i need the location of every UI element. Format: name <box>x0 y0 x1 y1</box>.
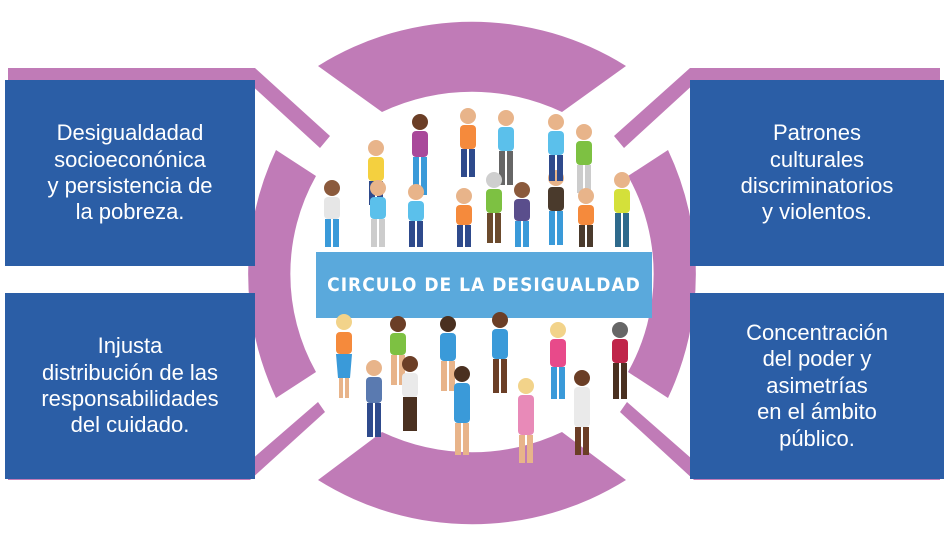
person-figure <box>574 370 590 455</box>
person-figure <box>370 180 386 247</box>
person-figure <box>324 180 340 247</box>
person-figure <box>548 170 564 245</box>
person-figure <box>518 378 534 463</box>
person-figure <box>548 114 564 181</box>
box-socioeconomic-inequality-text: Desigualdadad socioeconónica y persisten… <box>47 120 213 225</box>
person-figure <box>454 366 470 455</box>
box-power-concentration: Concentración del poder y asimetrías en … <box>690 293 944 479</box>
person-figure <box>412 114 428 195</box>
person-figure <box>492 312 508 393</box>
ring-segment-right <box>628 150 696 398</box>
connector-top-right <box>614 68 940 148</box>
box-care-responsibilities: Injusta distribución de las responsabili… <box>5 293 255 479</box>
person-figure <box>612 322 628 399</box>
person-figure <box>614 172 630 247</box>
person-figure <box>498 110 514 185</box>
person-figure <box>576 124 592 193</box>
person-figure <box>402 356 418 431</box>
ring-segment-top <box>318 21 626 112</box>
circle-title: CIRCULO DE LA DESIGUALDAD <box>327 274 641 296</box>
box-socioeconomic-inequality: Desigualdadad socioeconónica y persisten… <box>5 80 255 266</box>
box-power-concentration-text: Concentración del poder y asimetrías en … <box>746 320 888 451</box>
group-of-women-illustration <box>336 312 628 463</box>
person-figure <box>390 316 406 385</box>
box-cultural-patterns: Patrones culturales discriminatorios y v… <box>690 80 944 266</box>
person-figure <box>408 184 424 247</box>
connector-top-left <box>8 68 330 148</box>
person-figure <box>578 188 594 247</box>
person-figure <box>514 182 530 247</box>
person-figure <box>486 172 502 243</box>
box-cultural-patterns-text: Patrones culturales discriminatorios y v… <box>740 120 894 225</box>
ring-segment-left <box>248 150 316 398</box>
person-figure <box>336 314 352 398</box>
person-figure <box>440 316 456 391</box>
ring-segment-bottom <box>318 432 626 525</box>
circle-title-banner: CIRCULO DE LA DESIGUALDAD <box>316 252 652 318</box>
person-figure <box>460 108 476 177</box>
box-care-responsibilities-text: Injusta distribución de las responsabili… <box>41 333 219 438</box>
person-figure <box>550 322 566 399</box>
person-figure <box>456 188 472 247</box>
person-figure <box>366 360 382 437</box>
group-of-men-illustration <box>324 108 630 247</box>
